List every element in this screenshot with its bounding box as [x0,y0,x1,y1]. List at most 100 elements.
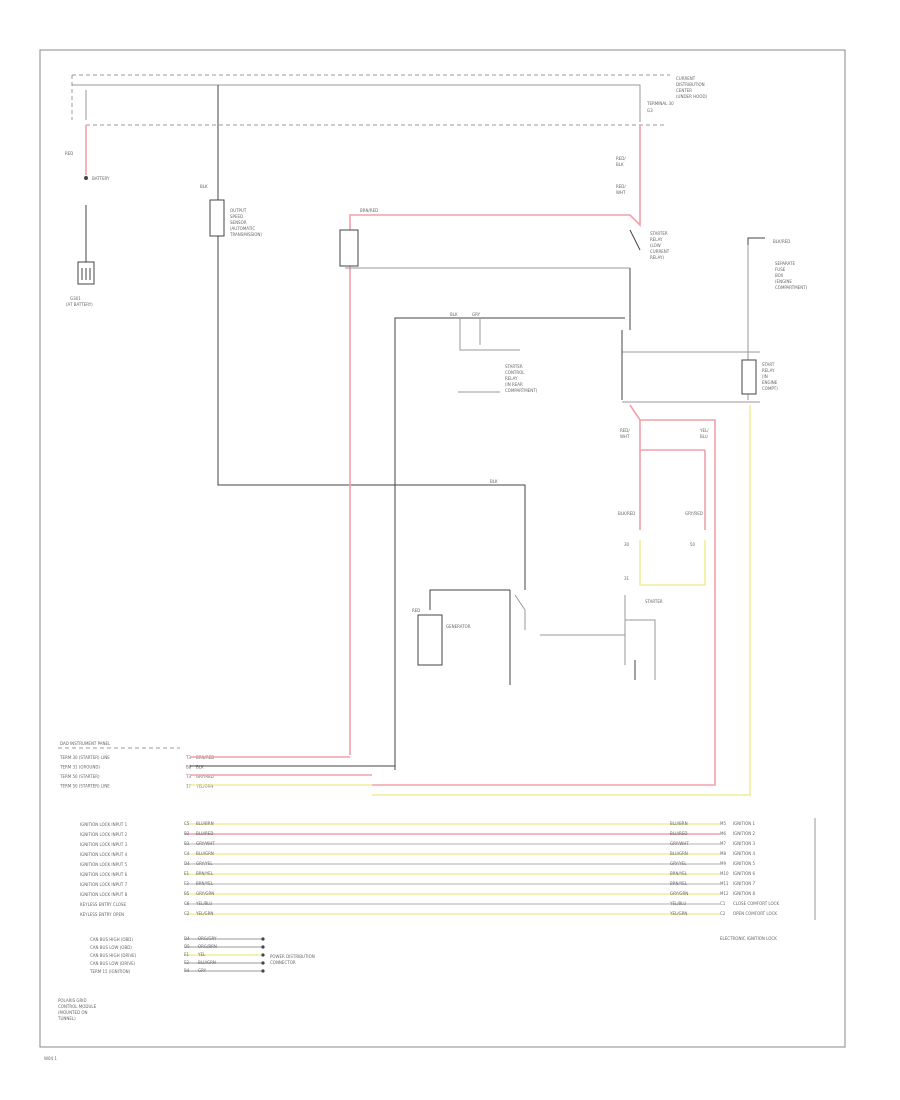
bus-row-color-right: BRN/YEL [670,871,688,876]
right-fuse-label-2: (IN [762,374,768,379]
can-row-color: ORG/BRN [198,944,217,949]
ecm-left-pin-number: T3 [185,755,191,760]
relay-top-label-4: RELAY) [650,255,664,260]
mid-wire-blk: BLK [490,479,498,484]
right-relay-label-1: FUSE [775,267,786,272]
can-row-pin: E2 [184,960,190,965]
bus-row-name: IGNITION LOCK INPUT 7 [80,882,128,887]
bus-row-color-left: GRY/GRN [196,891,214,896]
bus-row-name: KEYLESS ENTRY OPEN [80,912,124,917]
can-row-name: CAN BUS HIGH (OBD) [90,937,133,942]
generator-box [417,614,443,666]
relay-top-label-2: (LOW [650,243,661,248]
can-terminal-dot [261,961,265,965]
mid-relay-label-0: STARTER [505,364,523,369]
ecm-left-pin-number: T3 [185,774,191,779]
ground-label-1: (AT BATTERY) [66,302,93,307]
bus-row-name: IGNITION LOCK INPUT 8 [80,892,128,897]
fuse-top-wire-3: WHT [616,190,626,195]
can-row-name: CAN BUS HIGH (DRIVE) [90,953,137,958]
bus-row-pin-right: M9 [720,861,726,866]
bus-row-color-right: YEL/BLU [669,901,686,906]
ecm-caption-2: (MOUNTED ON [58,1010,88,1015]
right-relay-label-3: (ENGINE [775,279,792,284]
bus-row-pin-right: C1 [720,901,726,906]
left-module-label-4: TRANSMISSION) [229,232,262,237]
mid-wire-1: WHT [620,434,630,439]
bus-row-pin-right: M6 [720,831,726,836]
bus-row-destination: IGNITION 1 [733,821,755,826]
top-connector-1: G3 [647,108,653,113]
bus-row-name: IGNITION LOCK INPUT 6 [80,872,128,877]
mid-relay-wire-0: BLK [450,312,458,317]
generator-wire: RED [412,608,420,613]
mid-wire-5: GRY/RED [685,511,703,516]
top-connector-0: TERMINAL 30 [646,101,674,106]
mid-relay-label-2: RELAY [505,376,518,381]
bus-row-pin-right: M10 [720,871,729,876]
fuse-top-wire-1: BLK [616,162,624,167]
ecm-left-pin-name: TERM 50 (STARTER) [59,774,100,779]
mid-relay-label-4: COMPARTMENT) [505,388,538,393]
can-row-color: ORG/GRY [198,936,217,941]
ecm-left-pin-color: YEL/GRN [195,784,213,789]
ecm-caption-3: TUNNEL) [57,1016,76,1021]
bus-row-destination: IGNITION 7 [733,881,755,886]
bus-row-destination: CLOSE COMFORT LOCK [733,901,779,906]
bus-row-color-right: YEL/GRN [669,911,687,916]
starter-relay-circuit: BRN/RED STARTER RELAY (LOW CURRENT RELAY… [339,125,670,755]
bus-row-pin-right: M7 [720,841,726,846]
can-row-name: TERM 15 (IGNITION) [89,969,131,974]
bus-row-pin-left: C6 [184,901,190,906]
ecm-left-connector: DAD INSTRUMENT PANEL TERM 30 (STARTER) L… [58,741,395,789]
bus-row-color-right: GRY/GRN [670,891,688,896]
ecm-left-pin-name: TERM 50 (STARTER) LINE [59,784,110,789]
bus-row-color-left: YEL/BLU [195,901,212,906]
mid-relay-label-3: (IN REAR [505,382,523,387]
bus-row-name: IGNITION LOCK INPUT 1 [80,822,128,827]
right-relay-wire: BLK/RED [773,239,790,244]
right-relay-label-0: SEPARATE [775,261,795,266]
right-relay-label-4: COMPARTMENT) [775,285,808,290]
bus-row-color-right: BLU/GRN [670,851,688,856]
bus-row-color-right: BRN/YEL [670,881,688,886]
bus-row-name: IGNITION LOCK INPUT 2 [80,832,128,837]
bus-row-pin-left: B2 [184,831,190,836]
relay-top-label-3: CURRENT [650,249,670,254]
mid-wire-3: BLU [700,434,708,439]
battery-wire-label: RED [65,151,73,156]
ecm-left-header: DAD INSTRUMENT PANEL [60,741,111,746]
mid-wire-4: BLK/RED [618,511,635,516]
bus-row-color-right: BLU/RED [670,831,687,836]
relay-top-label-1: RELAY [650,237,663,242]
can-label-1: CONNECTOR [270,960,296,965]
bus-row-destination: IGNITION 5 [733,861,755,866]
page-ref: W04 1 [44,1056,57,1061]
bus-row-pin-right: M5 [720,821,726,826]
can-row-pin: B4 [184,968,190,973]
bus-row-color-right: BLU/BRN [670,821,688,826]
bus-row-color-left: BLU/BRN [196,821,214,826]
ecm-left-pin-color: BLK [196,765,204,770]
bus-row-pin-left: C5 [184,821,190,826]
left-module-label-0: OUTPUT [230,208,247,213]
bus-row-pin-right: M11 [720,881,729,886]
bus-row-pin-right: C2 [720,911,726,916]
can-row-color: BLU/GRN [198,960,216,965]
right-fuse-label-3: ENGINE [762,380,778,385]
ground-label-0: G301 [70,296,81,301]
right-fuse-box: BLK/RED SEPARATE FUSE BOX (ENGINE COMPAR… [621,237,808,403]
bus-row-destination: IGNITION 4 [733,851,755,856]
starter-motor: STARTER [540,595,663,680]
top-distribution: CURRENT DISTRIBUTION CENTER (UNDER HOOD)… [71,74,708,126]
top-component-label-0: CURRENT [676,76,696,81]
top-component-label-2: CENTER [676,88,692,93]
can-terminal-dot [261,953,265,957]
right-fuse-label-4: COMPT) [762,386,778,391]
mid-relay-wire-1: GRY [472,312,481,317]
starter-pin-2: 31 [624,576,630,581]
battery-circuit: RED BATTERY G301 (AT BATTERY) [65,125,110,307]
starter-pin-0: 30 [624,542,630,547]
bus-row-name: IGNITION LOCK INPUT 3 [80,842,128,847]
